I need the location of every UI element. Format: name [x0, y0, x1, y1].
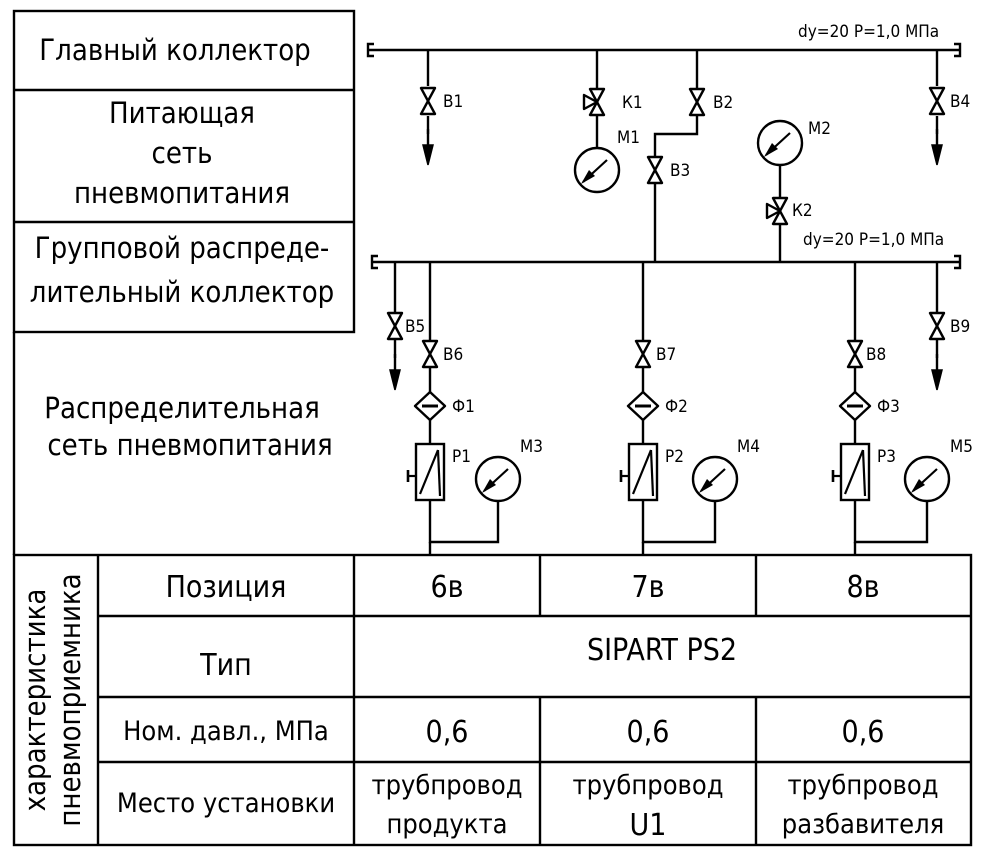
valve-b8 — [846, 339, 864, 369]
cock-k1 — [582, 87, 606, 117]
tag-m5: М5 — [950, 437, 973, 457]
gauge-m1-icon — [573, 146, 621, 194]
row-label-type: Тип — [199, 648, 252, 683]
row-label-pressure: Ном. давл., МПа — [123, 716, 329, 747]
group-collector-label-line2: лительный коллектор — [30, 275, 334, 309]
tag-m2: М2 — [808, 119, 831, 139]
cell-pressure-3: 0,6 — [842, 715, 885, 750]
valve-b1 — [419, 86, 437, 116]
valve-b4 — [928, 86, 946, 116]
valve-b9 — [928, 311, 946, 341]
filter-f2-icon — [626, 390, 660, 422]
tag-p2: Р2 — [665, 447, 684, 467]
consumer-branch-2: В7 Ф2 Р2 М4 — [619, 262, 760, 544]
valve-b7 — [634, 339, 652, 369]
filter-f1-icon — [413, 390, 447, 422]
drain-arrow-icon — [930, 127, 944, 167]
cell-location-2-line2: U1 — [630, 808, 667, 843]
tag-b5: В5 — [405, 317, 425, 337]
main-line-note: dy=20 P=1,0 МПа — [798, 22, 939, 42]
distribution-net-label-line2: сеть пневмопитания — [47, 428, 332, 462]
cell-location-1-line2: продукта — [386, 809, 507, 840]
tag-b7: В7 — [656, 345, 676, 365]
cell-position-1: 6в — [430, 570, 463, 605]
tag-b3: В3 — [670, 161, 690, 181]
gauge-m2-icon — [756, 119, 804, 167]
main-collector-label: Главный коллектор — [39, 33, 310, 67]
valve-b2 — [688, 87, 706, 117]
row-label-position: Позиция — [166, 570, 287, 605]
gauge-m4-icon — [691, 455, 739, 503]
cell-pressure-2: 0,6 — [627, 715, 670, 750]
drain-arrow-icon — [388, 352, 402, 392]
consumer-characteristics-table — [12, 553, 973, 847]
valve-b3 — [646, 155, 664, 185]
tag-b4: В4 — [950, 92, 970, 112]
tag-b6: В6 — [443, 345, 463, 365]
valve-b5 — [386, 311, 404, 341]
row-label-location: Место установки — [117, 788, 335, 819]
valve-b6 — [421, 339, 439, 369]
group-line-note: dy=20 P=1,0 МПа — [803, 230, 944, 250]
consumer-branch-3: В8 Ф3 Р3 М5 — [831, 262, 973, 544]
distribution-net-label-line1: Распределительная — [44, 391, 320, 425]
tag-m3: М3 — [520, 437, 543, 457]
tag-p1: Р1 — [452, 447, 471, 467]
gauge-m3-icon — [474, 455, 522, 503]
cell-position-3: 8в — [846, 570, 879, 605]
tag-f2: Ф2 — [665, 397, 688, 417]
tag-m4: М4 — [737, 437, 760, 457]
supply-net-label-line1: Питающая — [109, 96, 255, 130]
cell-location-3-line1: трубпровод — [787, 770, 938, 801]
regulator-p2-icon — [619, 442, 659, 502]
cell-location-2-line1: трубпровод — [572, 770, 723, 801]
tag-b1: В1 — [443, 92, 463, 112]
tag-k2: К2 — [792, 201, 813, 221]
table-group-label-line2: пневмоприемника — [53, 573, 87, 826]
tag-b9: В9 — [950, 317, 970, 337]
cell-location-1-line1: трубпровод — [371, 770, 522, 801]
gauge-m5-icon — [903, 455, 951, 503]
cell-position-2: 7в — [631, 570, 664, 605]
supply-net-label-line2: сеть — [152, 136, 213, 170]
regulator-p1-icon — [406, 442, 446, 502]
cell-pressure-1: 0,6 — [426, 715, 469, 750]
tag-b8: В8 — [866, 345, 886, 365]
supply-net-label-line3: пневмопитания — [74, 176, 290, 210]
drain-arrow-icon — [421, 127, 435, 167]
tag-k1: К1 — [622, 93, 643, 113]
table-group-label-line1: характеристика — [18, 589, 52, 812]
tag-f1: Ф1 — [452, 397, 475, 417]
left-label-column — [12, 9, 356, 334]
drain-arrow-icon — [930, 352, 944, 392]
cell-type: SIPART PS2 — [587, 633, 737, 668]
consumer-branch-1: В6 Ф1 Р1 М3 — [406, 262, 543, 544]
tag-f3: Ф3 — [877, 397, 900, 417]
group-collector-label-line1: Групповой распреде- — [35, 231, 330, 265]
filter-f3-icon — [838, 390, 872, 422]
cell-location-3-line2: разбавителя — [782, 809, 944, 840]
tag-m1: М1 — [617, 128, 640, 148]
cock-k2 — [765, 196, 789, 226]
tag-p3: Р3 — [877, 447, 896, 467]
regulator-p3-icon — [831, 442, 871, 502]
tag-b2: В2 — [713, 93, 733, 113]
